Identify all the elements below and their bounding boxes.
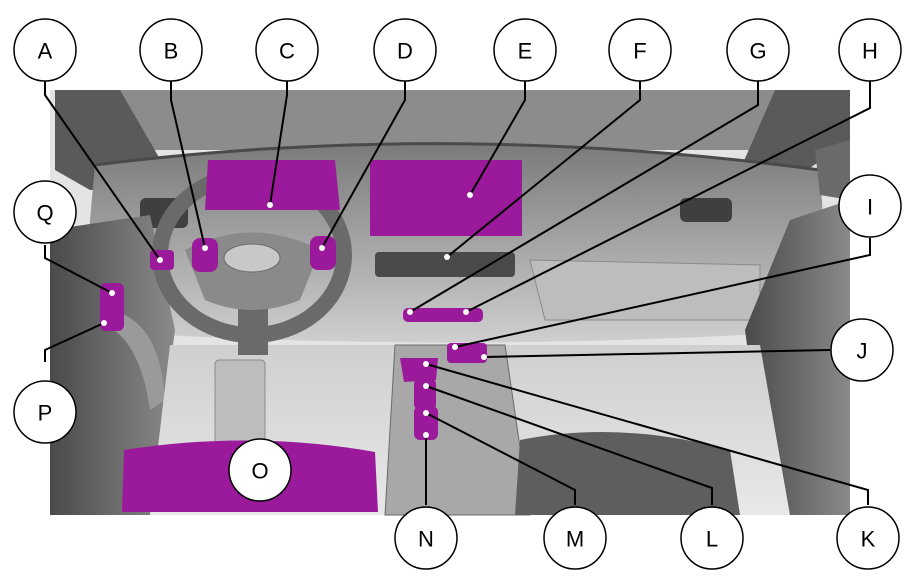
callout-label-b: B — [164, 39, 179, 64]
leader-line-f — [446, 80, 641, 258]
leader-dot-d — [319, 245, 325, 251]
leader-line-g — [409, 80, 759, 313]
leader-dot-b — [202, 245, 208, 251]
leader-dot-k — [423, 361, 429, 367]
callout-m — [543, 506, 607, 570]
leader-dot-e — [467, 192, 473, 198]
steering-wheel-emblem — [223, 243, 281, 273]
callout-label-h: H — [862, 39, 878, 64]
left-door-handle — [105, 310, 165, 410]
leader-dot-h — [463, 309, 469, 315]
left-wheel-controls-highlight — [192, 238, 218, 272]
callout-g — [726, 18, 790, 82]
leader-dot-p — [101, 320, 107, 326]
callout-i — [838, 174, 902, 238]
callout-labels: A B C D E F G H I J K L M N O P Q — [36, 39, 878, 552]
callout-c — [255, 18, 319, 82]
callout-e — [493, 18, 557, 82]
right-air-vent — [680, 198, 732, 222]
callout-p — [13, 380, 77, 444]
dashboard-edge — [94, 142, 821, 172]
leader-lines — [44, 80, 871, 505]
callout-label-m: M — [566, 527, 584, 552]
leader-dot-m — [423, 410, 429, 416]
leader-line-m — [425, 412, 576, 505]
glove-box — [529, 259, 761, 321]
leader-dot-f — [444, 254, 450, 260]
leader-line-h — [465, 80, 871, 313]
leader-dot-g — [407, 309, 413, 315]
callout-q — [13, 180, 77, 244]
leader-dot-a — [157, 257, 163, 263]
leader-line-i — [454, 238, 871, 348]
leader-line-c — [269, 80, 288, 206]
leader-dot-q — [109, 290, 115, 296]
leader-dot-c — [267, 202, 273, 208]
leader-dot-i — [452, 344, 458, 350]
leader-line-l — [425, 385, 713, 505]
passenger-seat — [515, 432, 740, 515]
callout-label-i: I — [867, 195, 873, 220]
leader-line-d — [321, 80, 406, 249]
callout-label-l: L — [706, 527, 718, 552]
windshield-area — [55, 90, 850, 150]
callout-b — [139, 18, 203, 82]
callout-label-d: D — [397, 39, 413, 64]
callout-label-q: Q — [36, 201, 53, 226]
callout-label-j: J — [857, 339, 868, 364]
leader-line-p — [44, 322, 105, 362]
callout-label-f: F — [633, 39, 646, 64]
callout-label-c: C — [279, 39, 295, 64]
left-door — [50, 215, 175, 515]
leader-line-a — [44, 80, 161, 261]
console-switch-highlight — [414, 406, 438, 440]
callout-a — [13, 18, 77, 82]
callout-label-o: O — [251, 459, 268, 484]
right-wheel-controls-highlight — [310, 236, 336, 270]
door-switch-highlight — [100, 283, 124, 331]
right-mirror — [815, 140, 850, 200]
callout-label-k: K — [861, 527, 876, 552]
callout-o — [228, 438, 292, 502]
leader-dot-n — [423, 432, 429, 438]
callout-h — [838, 18, 902, 82]
leader-dot-l — [423, 383, 429, 389]
callout-label-e: E — [518, 39, 533, 64]
callout-circles — [13, 18, 902, 570]
leader-line-b — [170, 80, 206, 249]
leader-line-q — [44, 245, 113, 294]
callout-n — [394, 506, 458, 570]
callout-label-g: G — [749, 39, 766, 64]
callout-k — [836, 506, 900, 570]
leader-dots — [101, 192, 487, 438]
callout-label-p: P — [38, 401, 53, 426]
leader-line-e — [469, 80, 526, 196]
callout-label-a: A — [38, 39, 53, 64]
leader-dot-j — [481, 354, 487, 360]
callout-label-n: N — [418, 527, 434, 552]
touchscreen-highlight — [370, 160, 522, 236]
climate-controls-highlight — [403, 308, 483, 322]
leader-line-j — [483, 349, 831, 358]
callout-d — [373, 18, 437, 82]
callout-l — [680, 506, 744, 570]
leader-line-k — [425, 363, 869, 505]
callout-j — [830, 318, 894, 382]
drive-mode-highlight — [414, 378, 436, 410]
pedal-area — [214, 359, 266, 446]
callout-f — [608, 18, 672, 82]
